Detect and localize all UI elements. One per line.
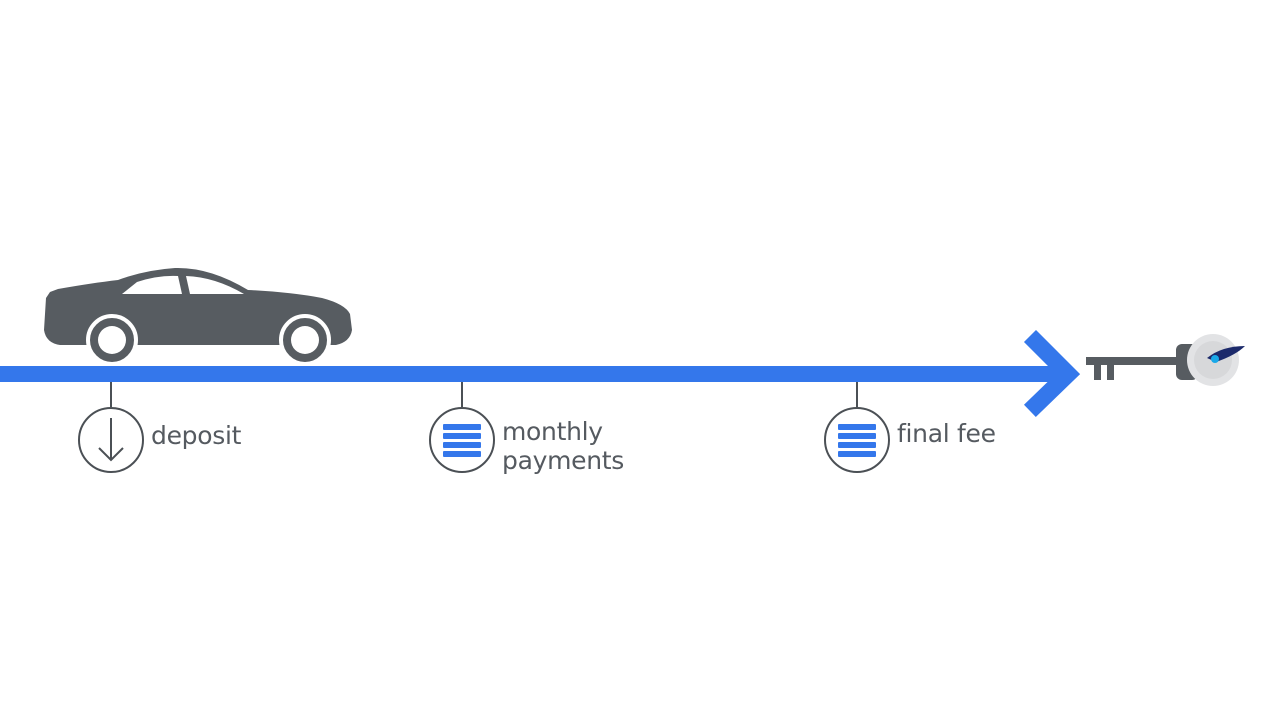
monthly-payments-label: monthly payments [502, 417, 624, 475]
monthly-payments-label-line1: monthly [502, 417, 603, 446]
final-fee-label-text: final fee [897, 419, 996, 448]
final-fee-label: final fee [897, 419, 996, 448]
key-icon [1086, 334, 1245, 386]
deposit-marker [78, 382, 144, 473]
arrow-down-icon [78, 407, 144, 473]
monthly-payments-label-line2: payments [502, 446, 624, 475]
document-lines-icon [824, 407, 890, 473]
final-fee-marker [824, 382, 890, 473]
deposit-label: deposit [151, 421, 241, 450]
deposit-label-text: deposit [151, 421, 242, 450]
car-icon [44, 267, 352, 366]
timeline-arrow [0, 329, 1081, 418]
document-lines-icon [429, 407, 495, 473]
monthly-payments-marker [429, 382, 495, 473]
